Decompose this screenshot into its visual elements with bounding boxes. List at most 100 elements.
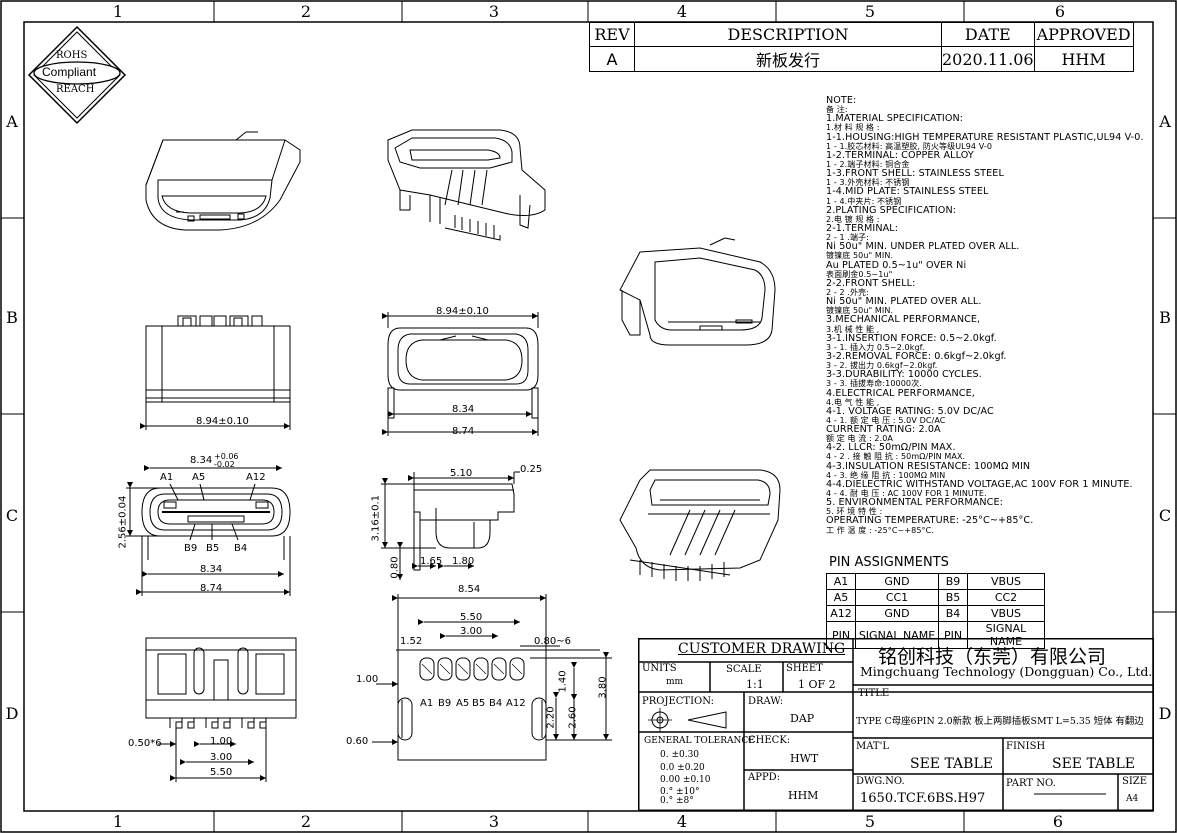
bottom-view <box>145 637 297 782</box>
dim-top-width: 8.94±0.10 <box>436 306 489 317</box>
note-line: 4-3.INSULATION RESISTANCE: 100MΩ MIN <box>826 460 1031 472</box>
units-label: UNITS <box>642 663 677 674</box>
part-no-label: PART NO. <box>1006 778 1056 789</box>
approved-value: HHM <box>1033 46 1134 72</box>
tolerance-line: 0.0 ±0.20 <box>660 763 705 773</box>
company-name-cn: 铭创科技（东莞）有限公司 <box>878 646 1107 668</box>
note-line: 5. 环 境 特 性 : <box>826 507 883 517</box>
signal-cell: CC2 <box>967 589 1045 606</box>
fp-pin-label: A12 <box>506 698 526 709</box>
note-line: 4.ELECTRICAL PERFORMANCE, <box>826 387 975 399</box>
pin-cell: A5 <box>826 589 856 606</box>
dim-fp-width: 8.54 <box>458 584 481 595</box>
dim-top-outer: 8.74 <box>452 426 475 437</box>
face-view <box>126 465 291 596</box>
title-block-grid <box>638 638 1154 811</box>
pcb-footprint <box>372 594 612 761</box>
rohs-reach-logo <box>27 25 127 125</box>
dim-fp-100: 1.00 <box>356 674 379 685</box>
note-line: 1.MATERIAL SPECIFICATION: <box>826 113 964 125</box>
fp-pin-label: A1 <box>420 698 434 709</box>
zone-row-c: C <box>5 506 19 525</box>
scale-value: 1:1 <box>746 678 764 691</box>
zone-row-d: D <box>5 704 19 723</box>
scale-label: SCALE <box>726 664 762 675</box>
note-line: 4-1. VOLTAGE RATING: 5.0V DC/AC <box>826 405 994 417</box>
fp-pin-label: B4 <box>489 698 503 709</box>
dim-bot-550: 5.50 <box>210 767 233 778</box>
note-line: 工 作 温 度 : -25°C~+85°C. <box>826 525 934 535</box>
dim-fp-550: 5.50 <box>460 612 483 623</box>
pin-row: PIN SIGNAL NAME PIN SIGNAL NAME <box>826 621 1045 649</box>
note-line: OPERATING TEMPERATURE: -25°C~+85°C. <box>826 515 1034 527</box>
note-line: 4 - 2 . 接 触 阻 抗 : 50mΩ/PIN MAX. <box>826 452 966 462</box>
dim-top-inner: 8.34 <box>452 404 475 415</box>
note-line: Ni 50u" MIN. PLATED OVER ALL. <box>826 296 982 308</box>
zone-row-b-right: B <box>1159 308 1171 327</box>
tolerance-line: 0.° ±10° <box>660 787 700 797</box>
note-line: 镀镍底 50u" MIN. <box>826 306 894 316</box>
dim-side-length: 5.10 <box>450 468 473 479</box>
note-line: NOTE: <box>826 95 857 106</box>
iso-view-front <box>145 131 301 231</box>
note-line: 4 - 4. 耐 电 压 : AC 100V FOR 1 MINUTE. <box>826 489 987 499</box>
note-line: 1 - 1.胶芯材料: 高温塑胶, 防火等级UL94 V-0 <box>826 141 993 151</box>
customer-drawing-label: CUSTOMER DRAWING <box>678 641 846 657</box>
note-line: 1 - 3.外壳材料: 不锈钢 <box>826 178 910 188</box>
tolerance-line: 0.00 ±0.10 <box>660 775 711 785</box>
zone-col-3: 3 <box>488 2 500 21</box>
dim-fp-152: 1.52 <box>400 636 423 647</box>
dim-side-p1: 1.65 <box>420 556 443 567</box>
sheet-label: SHEET <box>786 663 823 674</box>
description-value: 新板发行 <box>634 46 942 72</box>
note-line: 1.材 料 规 格 : <box>826 123 880 133</box>
revision-table: REV DESCRIPTION DATE APPROVED A 新板发行 202… <box>589 22 1134 72</box>
dim-fp-140: 1.40 <box>557 670 569 693</box>
note-line: 备 注: <box>826 105 848 115</box>
note-line: 3 - 1. 插入力 0.5~2.0kgf. <box>826 342 925 352</box>
pin-row: A12 GND B4 VBUS <box>826 605 1045 622</box>
tolerance-line: 0.° ±8° <box>660 796 694 806</box>
zone-col-6-bottom: 6 <box>1052 812 1064 831</box>
zone-row-b: B <box>6 308 18 327</box>
dim-fp-380: 3.80 <box>597 676 609 699</box>
zone-col-3-bottom: 3 <box>488 812 500 831</box>
dim-face-inner: 8.34 <box>200 564 223 575</box>
face-pin-label: A1 <box>160 472 174 483</box>
iso-view-top <box>619 237 776 346</box>
projection-label: PROJECTION: <box>642 696 714 707</box>
dim-bot-100: 1.00 <box>210 736 233 747</box>
side-view <box>381 471 520 580</box>
dim-face-tol-lower: -0.02 <box>214 460 235 469</box>
fp-pin-label: B9 <box>438 698 452 709</box>
size-value: A4 <box>1126 794 1139 804</box>
zone-col-5-bottom: 5 <box>864 812 876 831</box>
note-line: 1 - 4.中夹片: 不锈钢 <box>826 196 902 206</box>
note-line: 3.MECHANICAL PERFORMANCE, <box>826 314 981 326</box>
note-line: 3 - 2. 拔出力 0.6kgf~2.0kgf. <box>826 361 938 371</box>
title-value: TYPE C母座6PIN 2.0新款 板上两脚插板SMT L=5.35 短体 有… <box>856 716 1144 727</box>
tolerance-line: 0. ±0.30 <box>660 750 700 760</box>
matl-value: SEE TABLE <box>910 756 993 772</box>
dim-fp-220: 2.20 <box>545 706 557 729</box>
face-pin-label: A12 <box>246 472 266 483</box>
dim-front-width: 8.94±0.10 <box>196 416 249 427</box>
dim-side-height: 3.16±0.1 <box>370 494 382 542</box>
approved-header: APPROVED <box>1033 22 1134 47</box>
dim-side-base: 0.80 <box>389 556 401 579</box>
note-line: 4-4.DIELECTRIC WITHSTAND VOLTAGE,AC 100V… <box>826 478 1133 490</box>
note-line: 表面刷金0.5~1u" <box>826 269 893 279</box>
check-label: CHECK: <box>748 735 791 746</box>
fp-pin-label: B5 <box>472 698 486 709</box>
note-line: CURRENT RATING: 2.0A <box>826 424 941 436</box>
note-line: Au PLATED 0.5~1u" OVER Ni <box>826 259 967 271</box>
zone-row-d-right: D <box>1158 704 1172 723</box>
dwg-value: 1650.TCF.6BS.H97 <box>860 791 986 806</box>
zone-col-5: 5 <box>864 2 876 21</box>
logo-rohs-text: ROHS <box>56 50 88 61</box>
dim-face-height: 2.56±0.04 <box>117 495 129 549</box>
note-line: 镀镍底 50u" MIN. <box>826 251 894 261</box>
pin-row: A5 CC1 B5 CC2 <box>826 589 1045 606</box>
